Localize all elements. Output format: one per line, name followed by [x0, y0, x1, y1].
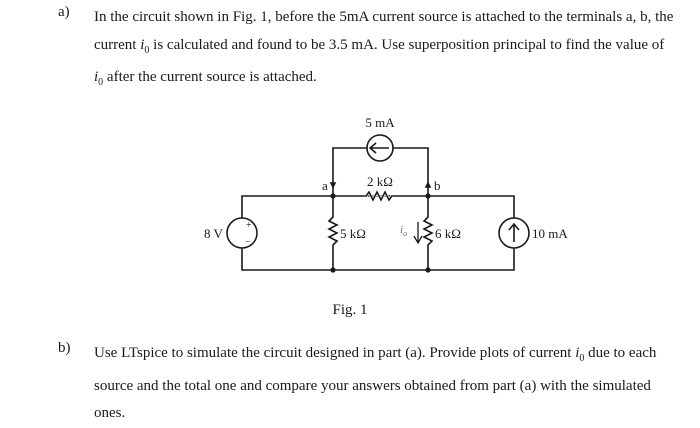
resistor-5k	[327, 196, 339, 270]
part-a-label: a)	[58, 4, 70, 20]
resistor-2k	[365, 190, 393, 202]
label-io: io	[400, 224, 407, 238]
current-subscript: 0	[144, 44, 150, 56]
node-dot-a	[330, 193, 336, 199]
label-minus: −	[245, 237, 251, 248]
label-node-b: b	[434, 178, 441, 193]
resistor-6k	[422, 196, 434, 270]
label-10ma: 10 mA	[532, 226, 568, 241]
label-node-a: a	[322, 178, 328, 193]
arrow-up-icon	[508, 222, 520, 242]
label-5k: 5 kΩ	[340, 226, 366, 241]
current-subscript-2: 0	[98, 77, 104, 88]
node-dot-bottom-left	[330, 267, 336, 273]
label-8v: 8 V	[204, 226, 224, 241]
arrow-left-icon	[368, 142, 389, 154]
part-b-label: b)	[58, 340, 71, 356]
current-variable-b: i	[575, 345, 580, 361]
part-b-text-2: due to each source and the total one and…	[94, 345, 657, 421]
current-variable: i	[140, 36, 145, 53]
terminal-b-arrow-icon	[424, 181, 432, 188]
figure-caption: Fig. 1	[332, 302, 368, 318]
part-b-question: Use LTspice to simulate the circuit desi…	[94, 340, 674, 428]
bottom-wire	[241, 200, 515, 271]
label-6k: 6 kΩ	[435, 226, 461, 241]
terminal-a-arrow-icon	[329, 182, 337, 189]
part-a-question: In the circuit shown in Fig. 1, before t…	[94, 4, 674, 97]
label-5ma: 5 mA	[365, 115, 395, 130]
label-io-sub: o	[403, 229, 407, 238]
label-plus: +	[246, 220, 252, 231]
part-a-text-1: In the circuit shown in Fig. 1, before t…	[94, 9, 674, 53]
node-dot-bottom-right	[425, 267, 431, 273]
circuit-diagram: 5 mA a b 2 kΩ 8 V + − 5 kΩ io 6 kΩ 10 mA	[204, 115, 568, 273]
label-2k: 2 kΩ	[367, 174, 393, 189]
current-io-arrow-icon	[413, 222, 423, 245]
current-variable-2: i	[94, 69, 99, 85]
part-b-text-1: Use LTspice to simulate the circuit desi…	[94, 345, 576, 361]
source-5ma-wire	[332, 147, 429, 196]
voltage-source-8v	[226, 217, 258, 249]
part-a-text-3: after the current source is attached.	[103, 69, 317, 85]
current-subscript-b: 0	[579, 353, 585, 364]
part-a-text-2: is calculated and found to be 3.5 mA. Us…	[149, 36, 665, 53]
node-dot-b	[425, 193, 431, 199]
label-io-var: i	[400, 224, 403, 236]
